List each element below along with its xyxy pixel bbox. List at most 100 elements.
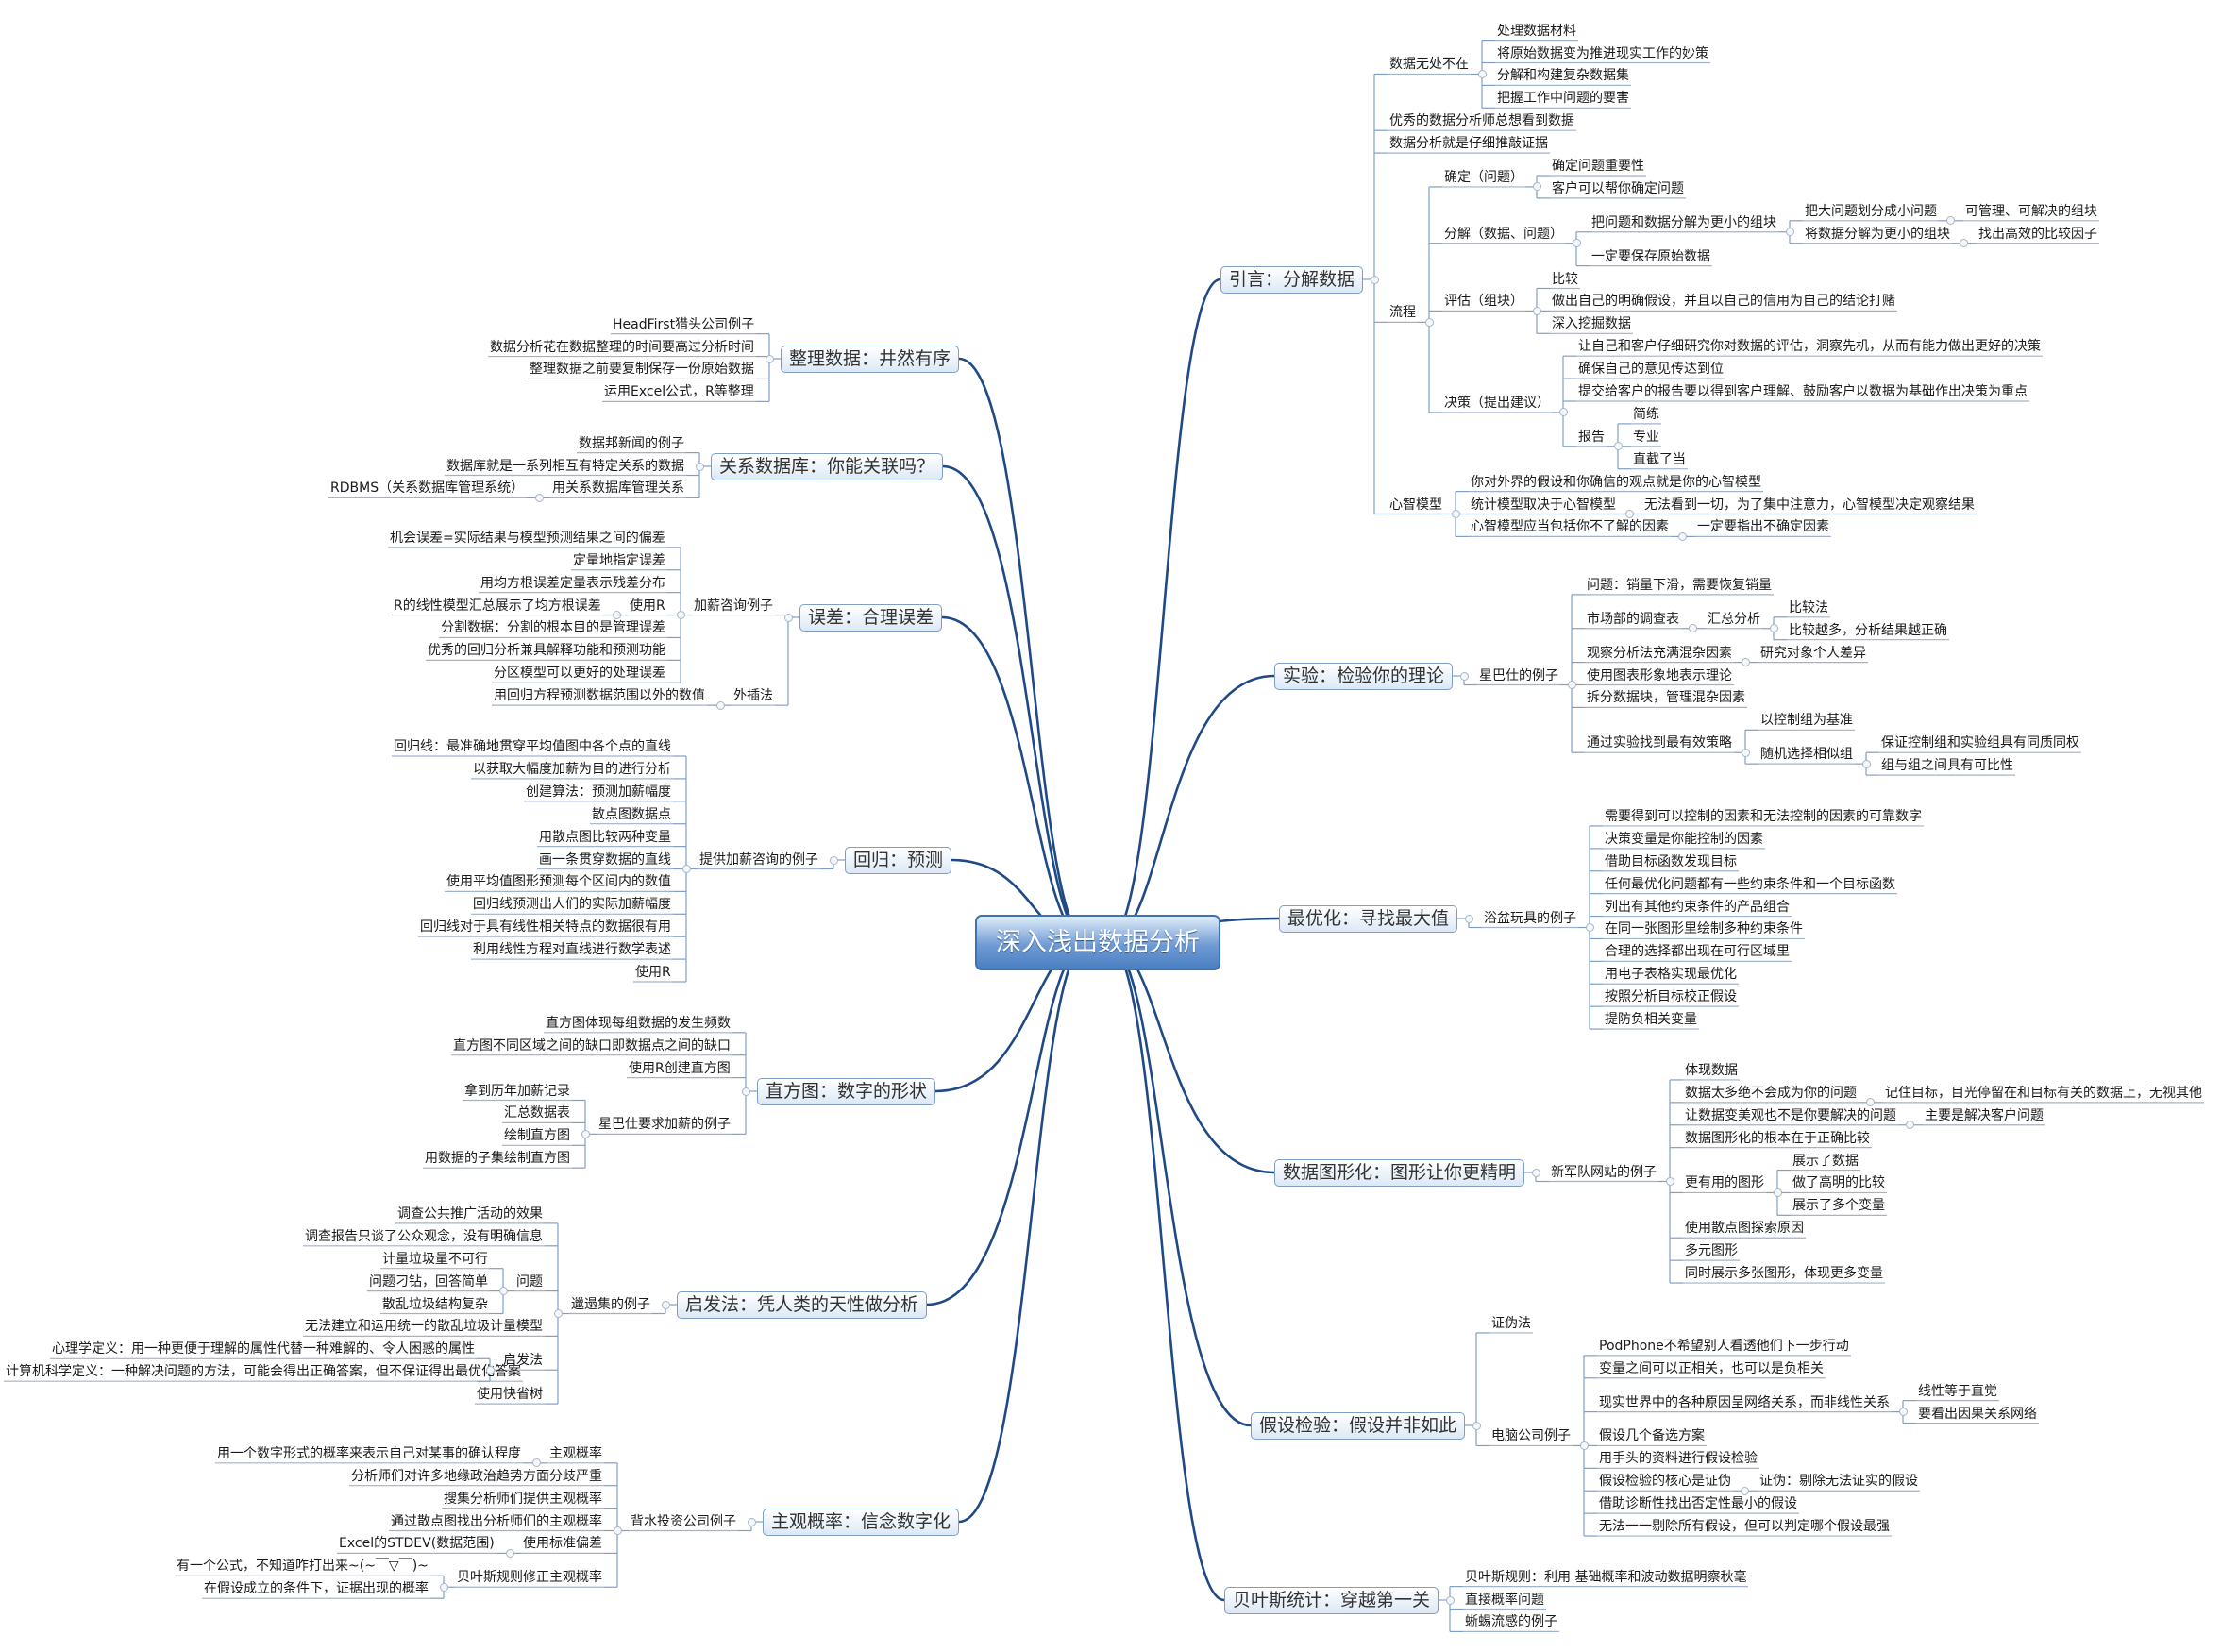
subtopic[interactable]: 更有用的图形 [1685,1175,1764,1191]
subtopic[interactable]: 决策变量是你能控制的因素 [1605,831,1763,847]
collapse-toggle-icon[interactable] [1785,228,1794,237]
collapse-toggle-icon[interactable] [498,1287,508,1296]
main-topic[interactable]: 回归：预测 [845,846,952,874]
subtopic[interactable]: 创建算法：预测加薪幅度 [526,784,671,800]
subtopic[interactable]: 找出高效的比较因子 [1978,226,2097,242]
collapse-toggle-icon[interactable] [829,855,838,865]
subtopic[interactable]: 回归线对于具有线性相关特点的数据很有用 [420,919,671,936]
collapse-toggle-icon[interactable] [715,700,725,710]
subtopic[interactable]: 有一个公式，不知道咋打出来~(~￣▽￣)~ [177,1559,429,1575]
subtopic[interactable]: 列出有其他约束条件的产品组合 [1605,899,1790,915]
subtopic[interactable]: HeadFirst猎头公司例子 [613,316,755,332]
subtopic[interactable]: 贝叶斯规则修正主观概率 [457,1570,602,1586]
subtopic[interactable]: 心理学定义：用一种更便于理解的属性代替一种难解的、令人困惑的属性 [52,1341,475,1357]
subtopic[interactable]: 调查报告只谈了公众观念，没有明确信息 [305,1228,543,1244]
collapse-toggle-icon[interactable] [1558,408,1568,417]
collapse-toggle-icon[interactable] [681,865,691,873]
collapse-toggle-icon[interactable] [1370,275,1379,284]
subtopic[interactable]: 利用线性方程对直线进行数学表述 [473,942,671,958]
subtopic[interactable]: 将数据分解为更小的组块 [1805,226,1950,242]
subtopic[interactable]: 新军队网站的例子 [1551,1164,1657,1180]
subtopic[interactable]: 以控制组为基准 [1760,713,1853,729]
subtopic[interactable]: 同时展示多张图形，体现更多变量 [1685,1266,1883,1282]
main-topic[interactable]: 假设检验：假设并非如此 [1251,1411,1466,1440]
collapse-toggle-icon[interactable] [1769,624,1778,633]
subtopic[interactable]: 假设检验的核心是证伪 [1599,1474,1731,1490]
subtopic[interactable]: 回归线：最准确地贯穿平均值图中各个点的直线 [394,739,671,754]
subtopic[interactable]: 确定（问题） [1444,169,1523,185]
collapse-toggle-icon[interactable] [485,1365,495,1374]
subtopic[interactable]: 邋遢集的例子 [571,1296,650,1312]
subtopic[interactable]: 合理的选择都出现在可行区域里 [1605,944,1790,960]
subtopic[interactable]: 研究对象个人差异 [1760,645,1866,661]
subtopic[interactable]: 问题：销量下滑，需要恢复销量 [1587,577,1772,593]
subtopic[interactable]: 星巴仕的例子 [1479,667,1558,683]
main-topic[interactable]: 实验：检验你的理论 [1274,662,1454,690]
subtopic[interactable]: 数据库就是一系列相互有特定关系的数据 [446,458,684,474]
collapse-toggle-icon[interactable] [765,354,774,363]
subtopic[interactable]: 通过散点图找出分析师们的主观概率 [391,1513,602,1529]
collapse-toggle-icon[interactable] [1572,239,1581,248]
subtopic[interactable]: 市场部的调查表 [1587,611,1679,627]
subtopic[interactable]: 做出自己的明确假设，并且以自己的信用为自己的结论打赌 [1552,294,1895,310]
main-topic[interactable]: 贝叶斯统计：穿越第一关 [1224,1586,1439,1614]
subtopic[interactable]: 把问题和数据分解为更小的组块 [1591,214,1776,230]
subtopic[interactable]: 比较法 [1789,599,1828,615]
subtopic[interactable]: 分解和构建复杂数据集 [1497,68,1629,84]
subtopic[interactable]: 计量垃圾量不可行 [382,1251,488,1267]
subtopic[interactable]: 假设几个备选方案 [1599,1428,1705,1444]
collapse-toggle-icon[interactable] [1472,1421,1481,1430]
subtopic[interactable]: 分析师们对许多地缘政治趋势方面分歧严重 [351,1468,602,1484]
subtopic[interactable]: 问题 [516,1273,543,1290]
subtopic[interactable]: 多元图形 [1685,1243,1738,1259]
collapse-toggle-icon[interactable] [1905,1121,1914,1130]
main-topic[interactable]: 引言：分解数据 [1220,265,1364,294]
collapse-toggle-icon[interactable] [613,1526,622,1535]
subtopic[interactable]: 直接概率问题 [1465,1592,1544,1608]
collapse-toggle-icon[interactable] [1613,442,1623,451]
subtopic[interactable]: 把握工作中问题的要害 [1497,91,1629,107]
subtopic[interactable]: 任何最优化问题都有一些约束条件和一个目标函数 [1605,876,1895,892]
collapse-toggle-icon[interactable] [553,1309,563,1318]
subtopic[interactable]: 主观概率 [549,1445,602,1461]
collapse-toggle-icon[interactable] [1740,1486,1749,1495]
main-topic[interactable]: 启发法：凭人类的天性做分析 [677,1290,928,1319]
subtopic[interactable]: 一定要指出不确定因素 [1697,519,1829,535]
subtopic[interactable]: 浴盆玩具的例子 [1484,910,1576,926]
subtopic[interactable]: 展示了数据 [1792,1153,1859,1169]
subtopic[interactable]: 把大问题划分成小问题 [1805,203,1937,219]
subtopic[interactable]: 报告 [1578,429,1605,445]
collapse-toggle-icon[interactable] [1665,1177,1674,1186]
collapse-toggle-icon[interactable] [612,611,621,620]
subtopic[interactable]: 现实世界中的各种原因呈网络关系，而非线性关系 [1599,1394,1890,1410]
subtopic[interactable]: 使用散点图探索原因 [1685,1221,1804,1237]
collapse-toggle-icon[interactable] [695,462,704,471]
subtopic[interactable]: 蜥蜴流感的例子 [1465,1614,1557,1630]
collapse-toggle-icon[interactable] [1677,531,1687,541]
collapse-toggle-icon[interactable] [1624,510,1634,518]
subtopic[interactable]: 你对外界的假设和你确信的观点就是你的心智模型 [1471,474,1761,490]
collapse-toggle-icon[interactable] [1459,671,1469,681]
subtopic[interactable]: 将原始数据变为推进现实工作的妙策 [1497,45,1708,61]
collapse-toggle-icon[interactable] [1579,1441,1589,1450]
subtopic[interactable]: 数据太多绝不会成为你的问题 [1685,1085,1857,1101]
subtopic[interactable]: 回归线预测出人们的实际加薪幅度 [473,897,671,913]
subtopic[interactable]: 证伪法 [1491,1315,1531,1331]
subtopic[interactable]: 直截了当 [1633,451,1686,467]
subtopic[interactable]: 星巴仕要求加薪的例子 [598,1117,731,1133]
subtopic[interactable]: 按照分析目标校正假设 [1605,989,1737,1005]
subtopic[interactable]: 借助诊断性找出否定性最小的假设 [1599,1496,1797,1512]
subtopic[interactable]: 汇总数据表 [504,1105,570,1121]
collapse-toggle-icon[interactable] [1861,759,1871,768]
collapse-toggle-icon[interactable] [1959,239,1968,248]
collapse-toggle-icon[interactable] [1585,923,1594,932]
subtopic[interactable]: 记住目标，目光停留在和目标有关的数据上，无视其他 [1885,1085,2202,1101]
subtopic[interactable]: 提交给客户的报告要以得到客户理解、鼓励客户以数据为基础作出决策为重点 [1578,384,2028,399]
subtopic[interactable]: 简练 [1633,406,1659,422]
main-topic[interactable]: 最优化：寻找最大值 [1279,904,1458,933]
subtopic[interactable]: 保证控制组和实验组具有同质同权 [1881,735,2079,751]
subtopic[interactable]: 分区模型可以更好的处理误差 [494,666,665,682]
subtopic[interactable]: 借助目标函数发现目标 [1605,853,1737,869]
subtopic[interactable]: 分割数据：分割的根本目的是管理误差 [441,620,665,636]
subtopic[interactable]: 散乱垃圾结构复杂 [382,1296,488,1312]
